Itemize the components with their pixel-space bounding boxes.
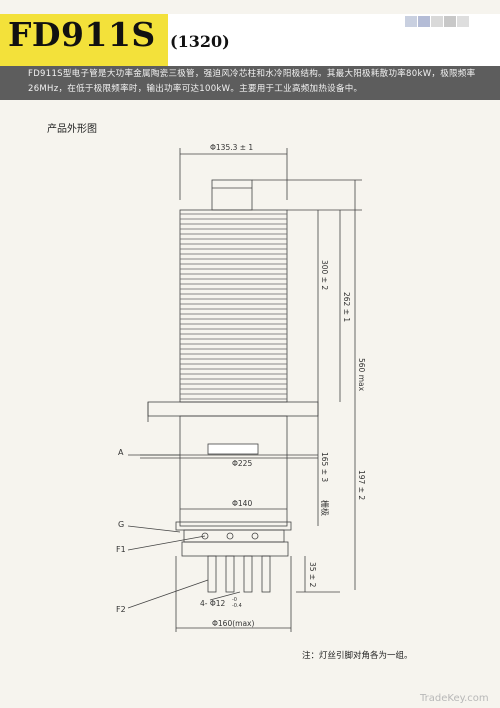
label-A: A xyxy=(118,448,124,457)
dim-height-35: 35 ± 2 xyxy=(308,562,317,588)
label-grid: 栅极 xyxy=(320,500,330,516)
flange xyxy=(147,401,319,417)
dim-height-262: 262 ± 1 xyxy=(342,292,351,322)
blurred-logo-icon xyxy=(405,12,477,34)
pin-2 xyxy=(225,555,235,593)
title-highlight xyxy=(0,14,168,66)
dim-height-165: 165 ± 3 xyxy=(320,452,329,482)
dim-pin-spec: 4- Φ12 xyxy=(200,599,226,608)
pin-4 xyxy=(261,555,271,593)
label-F2: F2 xyxy=(116,605,126,614)
pin-1 xyxy=(207,555,217,593)
description-band xyxy=(0,66,500,100)
drawing-section-title: 产品外形图 xyxy=(47,124,97,135)
footnote: 注：灯丝引脚对角各为一组。 xyxy=(302,651,413,661)
marker-plate xyxy=(207,443,259,455)
dim-height-total: 560 max xyxy=(357,358,366,392)
dim-pin-tol-bottom: -0.4 xyxy=(232,603,242,609)
label-F1: F1 xyxy=(116,545,126,554)
dim-height-197: 197 ± 2 xyxy=(357,470,366,500)
label-G: G xyxy=(118,520,124,529)
pin-3 xyxy=(243,555,253,593)
dim-base-diameter: Φ140 xyxy=(232,499,252,508)
top-cap xyxy=(211,179,253,211)
dim-pin-tol-top: -0 xyxy=(232,597,237,603)
dim-height-300: 300 ± 2 xyxy=(320,260,329,290)
dim-top-diameter: Φ135.3 ± 1 xyxy=(210,143,253,152)
product-title: FD911S xyxy=(8,15,156,54)
model-code: (1320) xyxy=(170,32,230,51)
watermark: TradeKey.com xyxy=(420,693,489,704)
dim-bottom-diameter: Φ160(max) xyxy=(212,619,254,628)
dim-flange-diameter: Φ225 xyxy=(232,459,252,468)
product-description: FD911S型电子管是大功率金属陶瓷三极管，强迫风冷芯柱和水冷阳极结构。其最大阳… xyxy=(28,69,476,94)
lower-body xyxy=(179,415,288,527)
